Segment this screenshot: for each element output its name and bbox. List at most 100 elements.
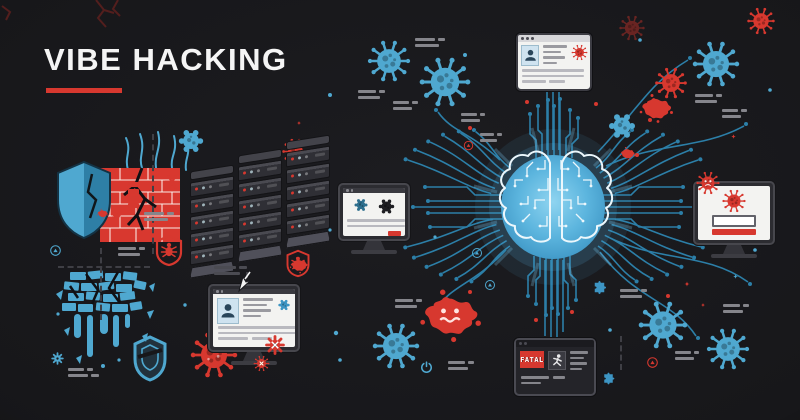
monitor-stand [243, 352, 265, 361]
gear-virus-icon [354, 199, 367, 211]
window-titlebar [516, 340, 594, 347]
monitor-virus-alert [693, 181, 775, 258]
puzzle-icon [604, 372, 615, 385]
redacted-text-lines [358, 90, 385, 99]
puzzle-icon [594, 280, 607, 295]
browser-window-id [516, 33, 592, 91]
server-tower [190, 164, 234, 279]
redacted-text-lines [722, 109, 747, 118]
submit-button [712, 229, 756, 235]
window-titlebar [213, 289, 295, 294]
splat-icon [639, 94, 673, 123]
window-titlebar [343, 188, 405, 193]
gear-virus-icon [378, 199, 394, 214]
window-titlebar [518, 35, 590, 42]
bug-shield-icon [155, 234, 183, 267]
circuit-brain [473, 127, 633, 287]
virus-icon [705, 327, 751, 371]
virus-icon [746, 7, 776, 35]
alert-badge-icon [647, 357, 658, 368]
redacted-text-lines [461, 113, 485, 122]
sparkle-icon [684, 281, 690, 287]
circuit-traces [183, 38, 772, 362]
monitor-base [351, 250, 397, 254]
angry-virus-icon [695, 171, 721, 195]
virus-icon [278, 299, 290, 311]
monitor-base [711, 254, 757, 258]
angry-virus-icon [420, 289, 481, 343]
gear-virus-icon [265, 335, 285, 355]
redacted-text-lines [695, 94, 722, 103]
crack-decoration [1, 0, 121, 28]
window-text-lines [516, 373, 594, 387]
redacted-text-lines [675, 351, 699, 360]
virus-icon [371, 322, 421, 370]
id-photo [521, 45, 539, 66]
page-title: VIBE HACKING [44, 42, 288, 77]
power-icon [420, 361, 433, 374]
virus-icon [571, 44, 588, 61]
cursor-icon [238, 271, 252, 293]
splat-icon [289, 257, 309, 274]
redacted-text-lines [620, 289, 647, 298]
id-photo [217, 298, 239, 324]
malware-figure-tile [548, 351, 566, 370]
redacted-text-lines [480, 133, 502, 142]
virus-icon [721, 189, 747, 213]
id-text-lines [543, 45, 568, 67]
redacted-text-lines [118, 247, 145, 256]
document-lines [213, 324, 295, 343]
sparkle-icon [731, 134, 736, 139]
gear-icon [51, 352, 64, 365]
alert-button [388, 231, 401, 236]
virus-x-icon [253, 355, 270, 372]
redacted-text-lines [393, 101, 418, 110]
document-lines [343, 216, 405, 227]
redacted-text-lines [214, 266, 247, 275]
virus-icon [691, 40, 741, 88]
server-tower [238, 148, 282, 263]
virus-icon [618, 15, 646, 41]
dashed-line [152, 134, 154, 254]
sparkle-icon [700, 302, 706, 308]
redacted-text-lines [68, 368, 99, 377]
redacted-text-lines [395, 299, 422, 308]
title-underline [46, 88, 122, 93]
alert-badge-icon [485, 280, 495, 290]
server-tower [286, 134, 330, 249]
server-racks [186, 134, 336, 279]
monitor-id-card [208, 284, 300, 365]
sparkle-icon [733, 274, 738, 279]
dashed-line [620, 336, 622, 370]
password-input [712, 215, 756, 227]
id-text-lines [243, 298, 273, 320]
asterisk-icon [164, 174, 180, 190]
splat-icon [619, 146, 636, 161]
virus-icon [637, 300, 689, 350]
redacted-text-lines [448, 361, 474, 370]
monitor-malware-scan [338, 183, 410, 254]
redacted-text-lines [144, 212, 174, 221]
window-text-lines [570, 351, 590, 373]
shield-icon [57, 160, 111, 240]
splat-icon [96, 208, 109, 219]
alert-badge-icon [50, 245, 61, 256]
glitch-error-tile: FATAL [520, 351, 544, 368]
dashed-line [58, 266, 150, 268]
alert-badge-icon [472, 248, 482, 258]
splat-icon [111, 211, 122, 220]
broken-shield-icon [133, 335, 167, 382]
sparkle-icon [296, 120, 302, 126]
brick-wall [100, 167, 180, 242]
virus-icon [366, 39, 412, 83]
alert-badge-icon [463, 140, 474, 151]
monitor-stand [723, 245, 745, 254]
document-lines [518, 67, 590, 86]
gear-virus-icon [609, 114, 635, 138]
dashed-line [100, 248, 102, 320]
redacted-text-lines [415, 38, 445, 47]
virus-icon [418, 56, 472, 108]
monitor-stand [363, 241, 385, 250]
